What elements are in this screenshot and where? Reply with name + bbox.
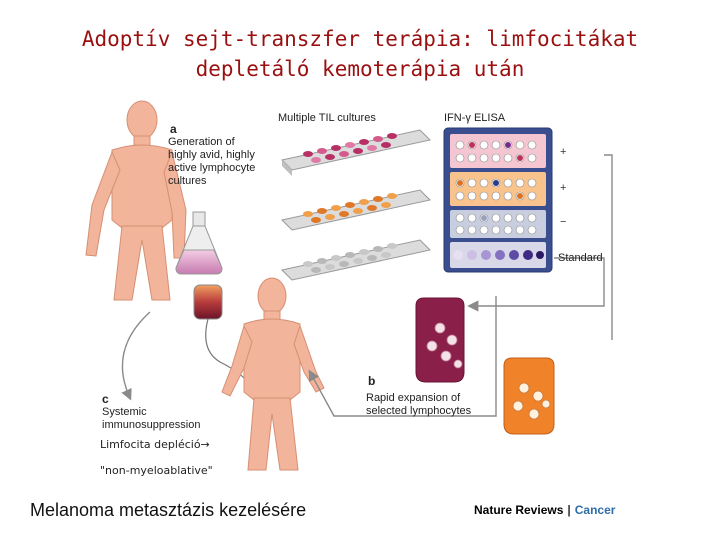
panel-c-text: Systemic immunosuppression [102, 406, 200, 432]
journal-name: Nature Reviews [474, 503, 563, 517]
elisa-sign-2: + [560, 182, 566, 194]
panel-c-line: immunosuppression [102, 419, 200, 432]
til-plate-2 [282, 190, 430, 230]
til-plate-1 [282, 130, 430, 176]
arrow-immunosuppression [122, 312, 150, 398]
arrow-elisa-right [604, 155, 612, 340]
elisa-plate [444, 128, 552, 272]
panel-letter-c: c [102, 392, 109, 406]
expansion-bag-purple [416, 298, 464, 382]
source-separator: | [567, 503, 570, 517]
panel-a-line: active lymphocyte [168, 162, 255, 175]
panel-a-line: cultures [168, 175, 255, 188]
patient-figure-center [222, 278, 324, 470]
panel-letter-b: b [368, 374, 375, 388]
depletion-note: Limfocita depléció→ [100, 438, 210, 451]
panel-a-text: Generation of highly avid, highly active… [168, 136, 255, 188]
panel-b-line: Rapid expansion of [366, 392, 471, 405]
til-plates [282, 130, 430, 280]
elisa-sign-1: + [560, 146, 566, 158]
panel-b-line: selected lymphocytes [366, 405, 471, 418]
elisa-sign-3: − [560, 216, 566, 228]
non-myeloablative-note: "non-myeloablative" [100, 464, 213, 477]
journal-section: Cancer [575, 503, 616, 517]
panel-a-line: highly avid, highly [168, 149, 255, 162]
panel-c-line: Systemic [102, 406, 200, 419]
multiple-til-label: Multiple TIL cultures [278, 112, 376, 125]
slide-caption: Melanoma metasztázis kezelésére [30, 500, 306, 521]
elisa-label: IFN-γ ELISA [444, 112, 505, 125]
panel-b-text: Rapid expansion of selected lymphocytes [366, 392, 471, 418]
panel-letter-a: a [170, 122, 177, 136]
source-credit: Nature Reviews | Cancer [474, 503, 615, 517]
standard-label: Standard [558, 252, 603, 265]
til-plate-3 [282, 240, 430, 280]
expansion-bag-orange [504, 358, 554, 434]
panel-a-line: Generation of [168, 136, 255, 149]
